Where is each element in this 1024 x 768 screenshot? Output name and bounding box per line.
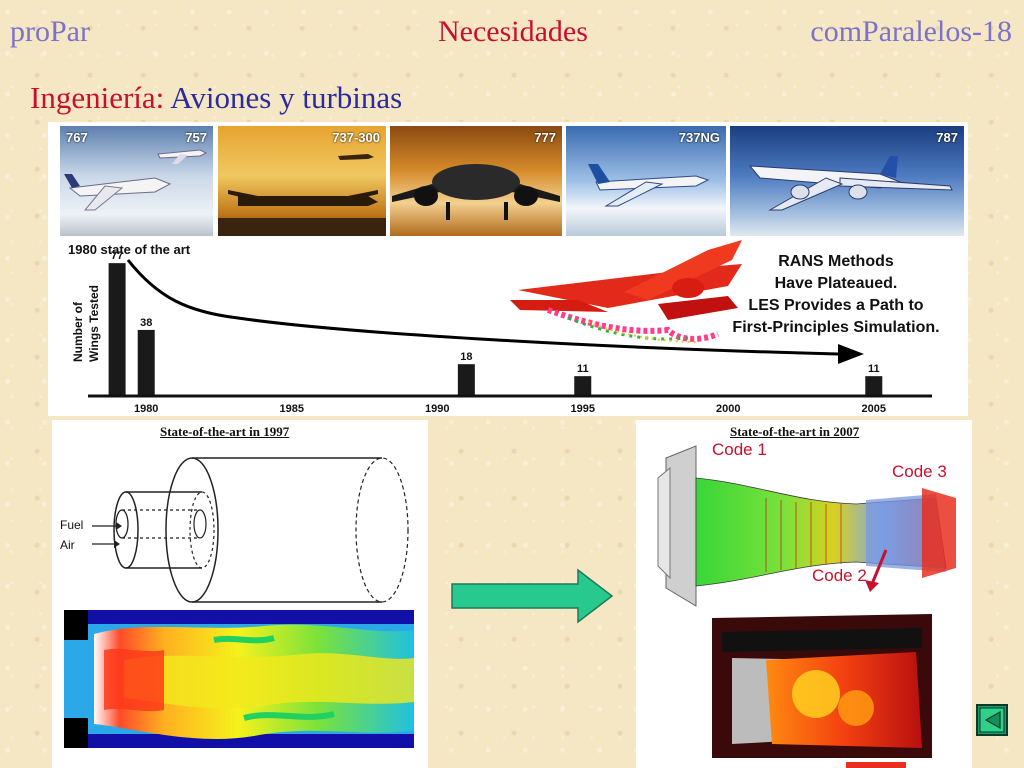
chart-bar	[865, 376, 883, 395]
bar-value-label: 11	[577, 363, 589, 375]
slide-subtitle: Ingeniería: Aviones y turbinas	[30, 80, 402, 116]
trend-curve	[126, 259, 839, 356]
subtitle-prefix: Ingeniería:	[30, 80, 165, 115]
turbine-2007-figure: State-of-the-art in 2007	[636, 420, 972, 768]
bar-value-label: 38	[140, 317, 152, 329]
annotation-line: LES Provides a Path to	[748, 297, 923, 314]
combustor-1997-figure: State-of-the-art in 1997 Fuel Air	[52, 420, 428, 768]
chart-bar	[108, 263, 126, 395]
photo-737ng: 737NG	[566, 126, 726, 236]
trend-arrowhead	[838, 344, 864, 364]
slide-title: Necesidades	[438, 15, 588, 48]
chart-caption: 1980 state of the art	[68, 242, 191, 257]
aircraft-label: 737-300	[332, 130, 380, 145]
y-axis-label-2: Wings Tested	[87, 285, 101, 362]
cfd-aircraft-render	[510, 240, 742, 343]
code2-label: Code 2	[812, 566, 867, 585]
code3-label: Code 3	[892, 462, 947, 481]
x-tick-label: 1995	[571, 403, 595, 415]
les-flame-simulation	[64, 610, 414, 748]
bar-value-label: 77	[111, 250, 123, 262]
subtitle-rest: Aviones y turbinas	[164, 80, 403, 115]
next-slide-icon[interactable]	[976, 704, 1008, 736]
turbine-simulation-render	[657, 445, 956, 768]
slide-number: comParalelos-18	[810, 15, 1012, 48]
photo-737-300: 737-300	[218, 126, 386, 236]
x-tick-label: 1990	[425, 403, 449, 415]
wings-tested-chart: 1980 state of the art Number of Wings Te…	[68, 240, 940, 415]
x-tick-label: 1980	[134, 403, 158, 415]
aircraft-label: 767	[66, 130, 88, 145]
turbine-2007-title: State-of-the-art in 2007	[730, 424, 860, 439]
fuel-label: Fuel	[60, 518, 84, 532]
header-left: proPar	[10, 15, 90, 48]
aircraft-label: 757	[185, 130, 207, 145]
aircraft-label: 737NG	[678, 130, 720, 145]
x-tick-label: 1985	[279, 403, 303, 415]
combustor-1997-title: State-of-the-art in 1997	[160, 424, 290, 439]
chart-bar	[574, 376, 592, 395]
annotation-line: Have Plateaued.	[775, 275, 898, 292]
code1-label: Code 1	[712, 440, 767, 459]
photo-767-757: 767 757	[60, 126, 213, 236]
aircraft-label: 777	[534, 130, 556, 145]
bar-value-label: 11	[868, 363, 880, 375]
air-label: Air	[60, 538, 75, 552]
x-tick-label: 2000	[716, 403, 740, 415]
bar-value-label: 18	[460, 351, 472, 363]
combustor-schematic	[92, 457, 409, 603]
chart-bar	[457, 364, 475, 395]
x-tick-label: 2005	[862, 403, 886, 415]
aircraft-label: 787	[936, 130, 958, 145]
y-axis-label-1: Number of	[71, 301, 85, 362]
progression-arrow	[451, 568, 614, 624]
photo-777: 777	[390, 126, 562, 236]
annotation-line: First-Principles Simulation.	[732, 319, 939, 336]
photo-787: 787	[730, 126, 964, 236]
annotation-line: RANS Methods	[778, 253, 894, 270]
chart-bar	[137, 329, 155, 395]
aircraft-wing-testing-figure: 767 757 737-300 777 737NG	[48, 122, 968, 416]
